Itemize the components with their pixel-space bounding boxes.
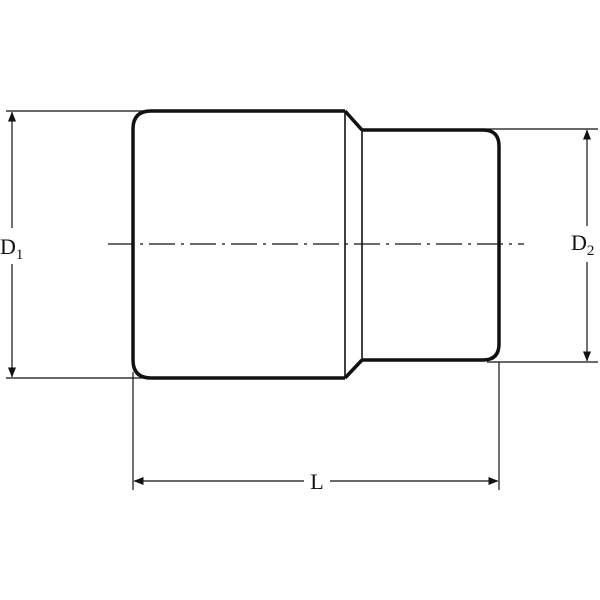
d1-label: D1	[0, 234, 23, 263]
d2-label: D2	[571, 230, 594, 259]
chamfer-bottom	[343, 358, 364, 380]
d1-dimension	[6, 110, 150, 379]
chamfer-top	[343, 109, 364, 132]
d2-dimension	[483, 128, 598, 363]
length-label: L	[310, 469, 323, 494]
length-dimension	[132, 362, 500, 490]
small-section-outline	[362, 128, 501, 362]
